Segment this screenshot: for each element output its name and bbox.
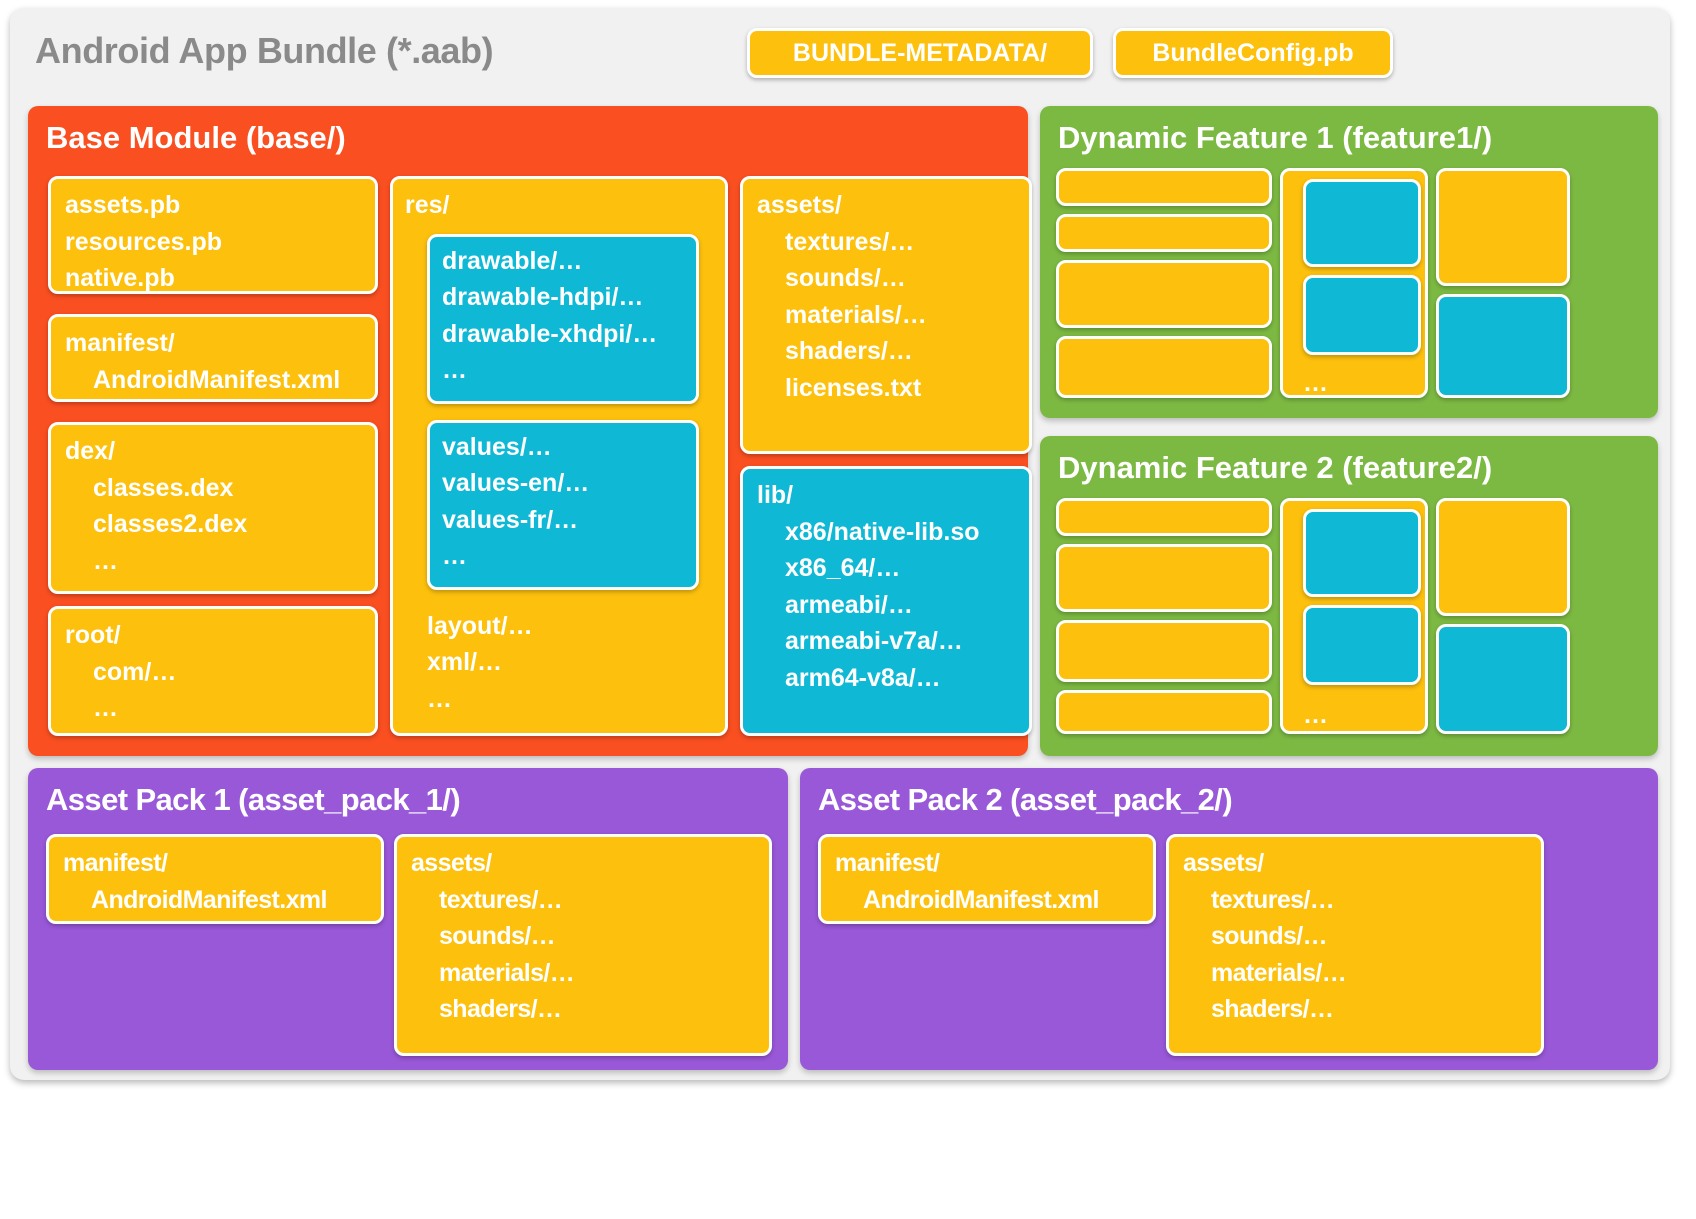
line: values/… xyxy=(442,432,552,461)
line: sounds/… xyxy=(1211,922,1328,950)
line: AndroidManifest.xml xyxy=(91,885,327,914)
dynamic-feature-1: Dynamic Feature 1 (feature1/) … xyxy=(1040,106,1658,418)
base-root-box[interactable]: root/ com/… … xyxy=(48,606,378,736)
line: manifest/ xyxy=(63,849,168,877)
dynamic-feature-2-title: Dynamic Feature 2 (feature2/) xyxy=(1058,450,1493,485)
line: textures/… xyxy=(1211,885,1335,914)
feature2-right-cyan-box[interactable] xyxy=(1436,624,1570,734)
asset-pack-2-assets-box[interactable]: assets/ textures/… sounds/… materials/… … xyxy=(1166,834,1544,1056)
line: root/ xyxy=(65,621,121,649)
asset-pack-1-title: Asset Pack 1 (asset_pack_1/) xyxy=(46,782,461,817)
feature2-left-box-4[interactable] xyxy=(1056,690,1272,734)
feature2-left-box-1[interactable] xyxy=(1056,498,1272,536)
line: dex/ xyxy=(65,437,116,465)
line: shaders/… xyxy=(439,995,562,1023)
feature1-middle-box[interactable]: … xyxy=(1280,168,1428,398)
line: AndroidManifest.xml xyxy=(863,885,1099,914)
feature1-right-cyan-box[interactable] xyxy=(1436,294,1570,398)
line: drawable-hdpi/… xyxy=(442,283,644,311)
res-values-group[interactable]: values/… values-en/… values-fr/… … xyxy=(427,419,699,590)
asset-pack-2: Asset Pack 2 (asset_pack_2/) manifest/ A… xyxy=(800,768,1658,1070)
line: classes.dex xyxy=(93,473,234,502)
line: x86_64/… xyxy=(785,554,901,582)
line: shaders/… xyxy=(1211,995,1334,1023)
base-manifest-box[interactable]: manifest/ AndroidManifest.xml xyxy=(48,314,378,402)
feature2-middle-cyan-2[interactable] xyxy=(1303,605,1421,685)
line: materials/… xyxy=(439,958,575,987)
line: textures/… xyxy=(785,227,915,256)
line: xml/… xyxy=(427,648,503,676)
feature1-middle-cyan-2[interactable] xyxy=(1303,275,1421,355)
line: classes2.dex xyxy=(93,510,248,538)
feature1-right-yellow-box[interactable] xyxy=(1436,168,1570,286)
res-tail-lines: layout/… xml/… … xyxy=(405,608,713,718)
line: manifest/ xyxy=(65,329,175,357)
line: x86/native-lib.so xyxy=(785,517,980,546)
line: … xyxy=(93,694,118,722)
lib-header: lib/ xyxy=(757,481,794,509)
res-header: res/ xyxy=(405,191,450,219)
line: resources.pb xyxy=(65,227,223,256)
line: … xyxy=(442,542,467,570)
line: arm64-v8a/… xyxy=(785,663,941,692)
line: armeabi-v7a/… xyxy=(785,627,963,655)
bundle-config-chip[interactable]: BundleConfig.pb xyxy=(1113,28,1393,78)
feature1-left-box-4[interactable] xyxy=(1056,336,1272,398)
asset-pack-1: Asset Pack 1 (asset_pack_1/) manifest/ A… xyxy=(28,768,788,1070)
base-module: Base Module (base/) assets.pb resources.… xyxy=(28,106,1032,756)
line: AndroidManifest.xml xyxy=(93,365,341,394)
assets-header: assets/ xyxy=(411,849,492,877)
feature2-left-box-2[interactable] xyxy=(1056,544,1272,612)
feature1-left-box-1[interactable] xyxy=(1056,168,1272,206)
line: sounds/… xyxy=(785,264,906,292)
line: layout/… xyxy=(427,611,533,640)
line: drawable/… xyxy=(442,246,583,275)
feature2-middle-box[interactable]: … xyxy=(1280,498,1428,734)
line: native.pb xyxy=(65,264,175,292)
feature1-left-box-2[interactable] xyxy=(1056,214,1272,252)
base-proto-files-box[interactable]: assets.pb resources.pb native.pb xyxy=(48,176,378,294)
base-lib-box[interactable]: lib/ x86/native-lib.so x86_64/… armeabi/… xyxy=(740,466,1032,736)
asset-pack-2-manifest-box[interactable]: manifest/ AndroidManifest.xml xyxy=(818,834,1156,924)
line: assets.pb xyxy=(65,191,181,219)
line: materials/… xyxy=(1211,958,1347,987)
base-res-box[interactable]: res/ drawable/… drawable-hdpi/… drawable… xyxy=(390,176,728,736)
line: values-en/… xyxy=(442,469,590,497)
line: … xyxy=(442,356,467,384)
android-app-bundle-card: Android App Bundle (*.aab) BUNDLE-METADA… xyxy=(10,8,1670,1080)
res-drawable-group[interactable]: drawable/… drawable-hdpi/… drawable-xhdp… xyxy=(427,233,699,404)
base-dex-box[interactable]: dex/ classes.dex classes2.dex … xyxy=(48,422,378,594)
asset-pack-2-title: Asset Pack 2 (asset_pack_2/) xyxy=(818,782,1233,817)
feature1-middle-ellipsis: … xyxy=(1303,369,1328,397)
assets-header: assets/ xyxy=(757,191,842,219)
page-title: Android App Bundle (*.aab) xyxy=(35,30,494,71)
line: shaders/… xyxy=(785,337,913,365)
line: textures/… xyxy=(439,885,563,914)
bundle-metadata-chip[interactable]: BUNDLE-METADATA/ xyxy=(747,28,1093,78)
line: drawable-xhdpi/… xyxy=(442,319,658,348)
line: values-fr/… xyxy=(442,505,579,534)
line: materials/… xyxy=(785,300,927,329)
feature2-right-yellow-box[interactable] xyxy=(1436,498,1570,616)
line: manifest/ xyxy=(835,849,940,877)
line: … xyxy=(93,546,118,575)
dynamic-feature-2: Dynamic Feature 2 (feature2/) … xyxy=(1040,436,1658,756)
asset-pack-1-assets-box[interactable]: assets/ textures/… sounds/… materials/… … xyxy=(394,834,772,1056)
line: … xyxy=(427,684,452,713)
base-module-title: Base Module (base/) xyxy=(46,120,346,155)
feature2-middle-cyan-1[interactable] xyxy=(1303,509,1421,597)
line: licenses.txt xyxy=(785,373,922,402)
base-assets-box[interactable]: assets/ textures/… sounds/… materials/… … xyxy=(740,176,1032,454)
assets-header: assets/ xyxy=(1183,849,1264,877)
asset-pack-1-manifest-box[interactable]: manifest/ AndroidManifest.xml xyxy=(46,834,384,924)
feature2-middle-ellipsis: … xyxy=(1303,701,1328,729)
feature1-middle-cyan-1[interactable] xyxy=(1303,179,1421,267)
line: armeabi/… xyxy=(785,590,913,619)
bundle-header: Android App Bundle (*.aab) BUNDLE-METADA… xyxy=(10,8,1670,96)
dynamic-feature-1-title: Dynamic Feature 1 (feature1/) xyxy=(1058,120,1493,155)
feature1-left-box-3[interactable] xyxy=(1056,260,1272,328)
line: sounds/… xyxy=(439,922,556,950)
feature2-left-box-3[interactable] xyxy=(1056,620,1272,682)
line: com/… xyxy=(93,657,177,686)
